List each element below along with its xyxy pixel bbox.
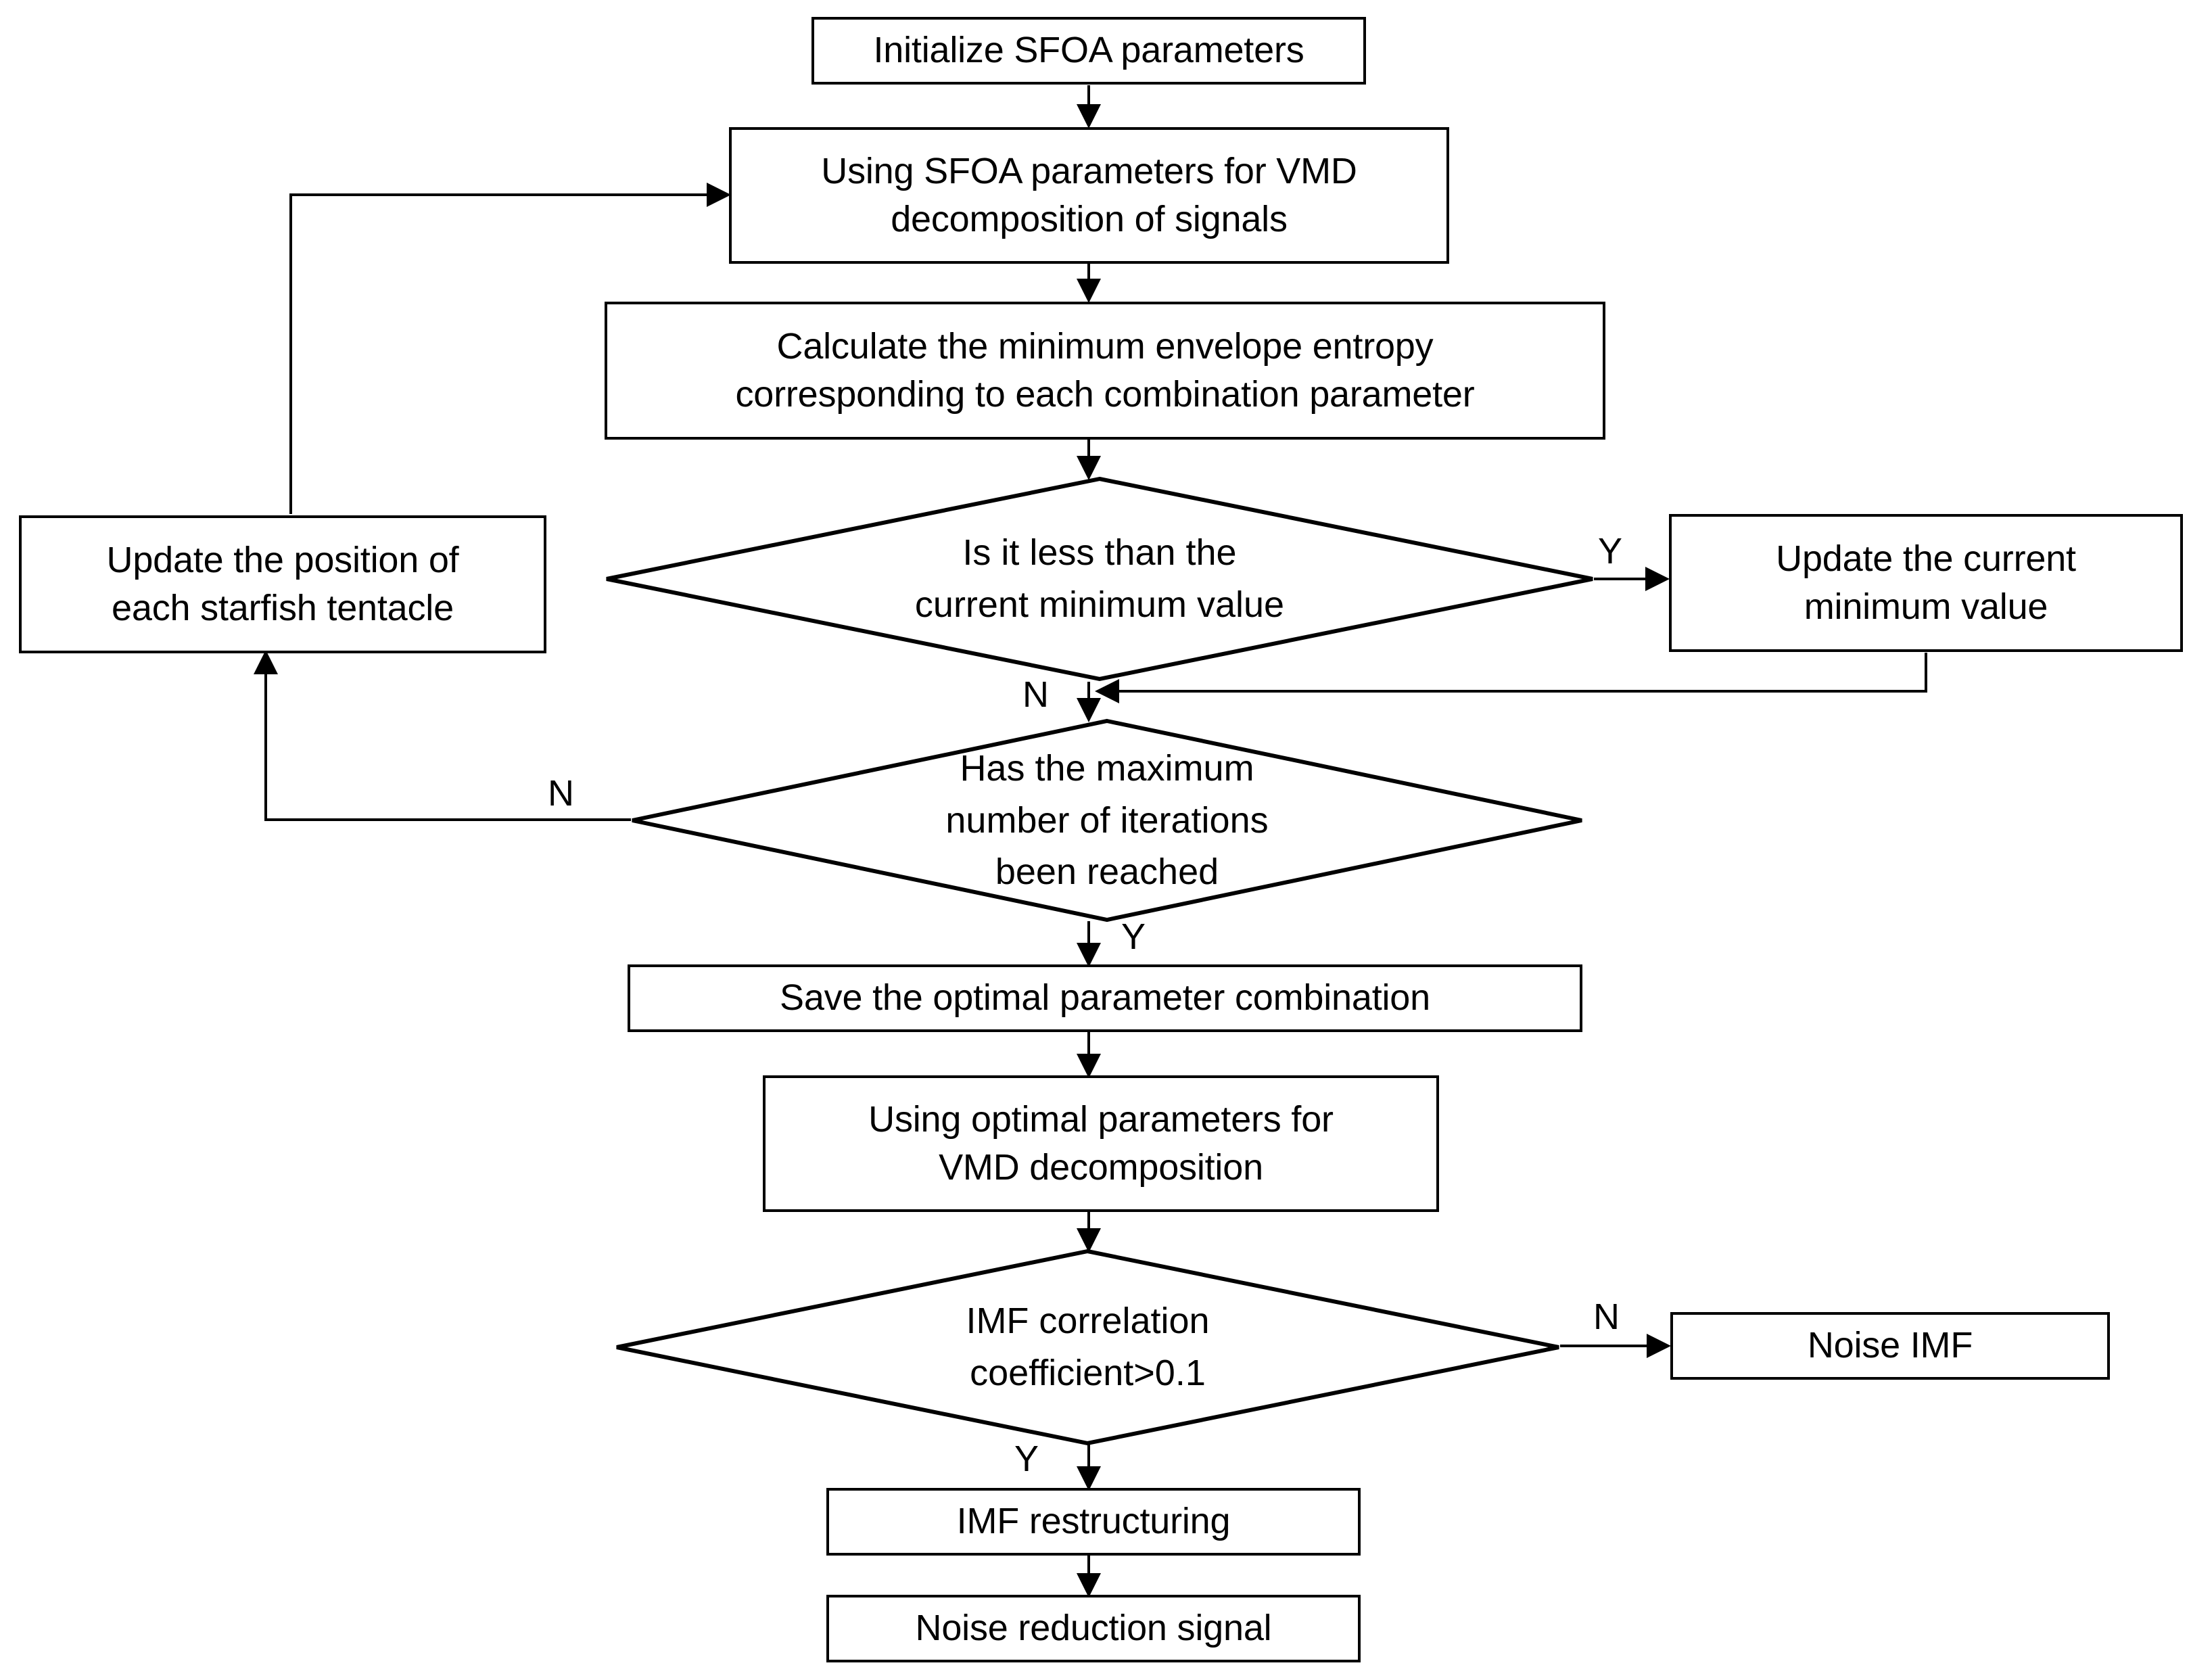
edge-label-decision1-yes: Y — [1598, 531, 1623, 571]
diamond-shape — [616, 1249, 1559, 1446]
node-noise-imf[interactable]: Noise IMF — [1670, 1312, 2110, 1380]
edge-label-decision3-yes: Y — [1014, 1439, 1039, 1479]
node-decision1-label: Is it less than the current minimum valu… — [914, 532, 1285, 625]
node-decision-less-than-current-minimum[interactable]: Is it less than the current minimum valu… — [605, 476, 1594, 682]
edge-updatemin-to-decision2 — [1095, 653, 1927, 703]
edge-decision2-no — [254, 650, 631, 821]
node-decision-max-iterations-reached[interactable]: Has the maximum number of iterations bee… — [631, 718, 1583, 923]
node-decision3-label: IMF correlation coefficient>0.1 — [966, 1301, 1210, 1393]
node-decision-imf-correlation-coefficient[interactable]: IMF correlation coefficient>0.1 — [615, 1249, 1560, 1446]
node-using-optimal-parameters-vmd[interactable]: Using optimal parameters for VMD decompo… — [763, 1075, 1439, 1212]
node-imf-restructuring[interactable]: IMF restructuring — [826, 1488, 1361, 1556]
node-using-sfoa-parameters-vmd[interactable]: Using SFOA parameters for VMD decomposit… — [729, 127, 1449, 264]
edge-label-decision2-no: N — [548, 773, 574, 814]
edge-label-decision2-yes: Y — [1121, 916, 1146, 957]
node-initialize-sfoa-parameters[interactable]: Initialize SFOA parameters — [811, 17, 1366, 85]
node-noise-reduction-signal[interactable]: Noise reduction signal — [826, 1595, 1361, 1662]
diamond-shape — [606, 476, 1593, 682]
node-decision2-label: Has the maximum number of iterations bee… — [945, 747, 1269, 893]
edge-updateposition-to-vmd — [289, 183, 731, 514]
diamond-shape — [632, 718, 1582, 923]
edge-label-decision1-no: N — [1022, 674, 1049, 715]
node-update-position-starfish-tentacle[interactable]: Update the position of each starfish ten… — [19, 515, 546, 653]
node-save-optimal-parameter-combination[interactable]: Save the optimal parameter combination — [628, 964, 1582, 1032]
node-update-current-minimum-value[interactable]: Update the current minimum value — [1669, 514, 2183, 652]
edge-label-decision3-no: N — [1593, 1297, 1620, 1337]
node-calculate-minimum-envelope-entropy[interactable]: Calculate the minimum envelope entropy c… — [605, 302, 1605, 440]
